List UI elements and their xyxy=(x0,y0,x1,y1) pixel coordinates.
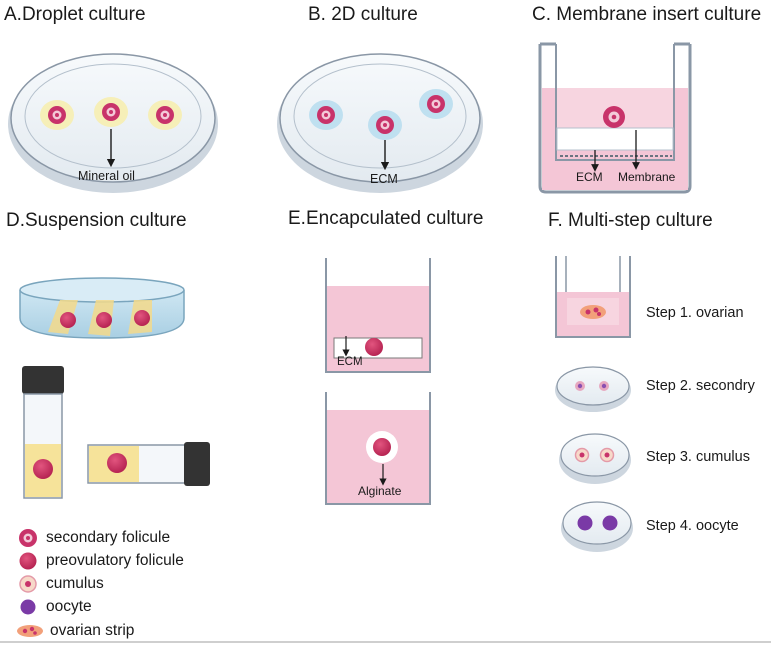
step4-label: Step 4. oocyte xyxy=(646,518,739,534)
encapsulated-well-alginate xyxy=(325,392,431,505)
ecm-label-e: ECM xyxy=(337,356,363,368)
step2-label: Step 2. secondry xyxy=(646,378,756,394)
droplet-2 xyxy=(94,97,128,127)
legend-secondary-label: secondary folicule xyxy=(46,529,171,546)
ecm-drop-2 xyxy=(368,110,402,140)
ecm-label-c: ECM xyxy=(576,170,603,184)
step2-dish xyxy=(555,366,631,412)
secondary-follicle-icon xyxy=(19,529,37,547)
upright-vial xyxy=(22,366,64,499)
step3-dish xyxy=(559,433,631,484)
horizontal-vial xyxy=(87,442,210,486)
ovarian-strip-icon xyxy=(17,625,43,637)
step4-dish xyxy=(561,501,633,552)
ecm-label-b: ECM xyxy=(370,172,398,186)
alginate-label: Alginate xyxy=(358,484,402,498)
step1-label: Step 1. ovarian xyxy=(646,305,744,321)
legend-cumulus-label: cumulus xyxy=(46,575,104,592)
panel-e-title: E.Encapculated culture xyxy=(288,208,484,229)
legend-preovulatory-label: preovulatory folicule xyxy=(46,552,184,569)
droplet-3 xyxy=(148,100,182,130)
cumulus-icon xyxy=(19,575,37,593)
panel-d-title: D.Suspension culture xyxy=(6,210,187,231)
membrane-follicle xyxy=(603,106,625,128)
panel-a-title: A.Droplet culture xyxy=(4,4,146,25)
panel-b-title: B. 2D culture xyxy=(308,4,418,25)
legend-ovarian-strip-label: ovarian strip xyxy=(50,622,135,639)
step1-well xyxy=(555,256,631,338)
ecm-drop-3 xyxy=(419,89,453,119)
legend-oocyte-label: oocyte xyxy=(46,598,92,615)
ecm-drop-1 xyxy=(309,100,343,130)
panel-c-title: C. Membrane insert culture xyxy=(532,4,762,25)
membrane-label: Membrane xyxy=(618,170,676,184)
oocyte-icon xyxy=(20,599,36,615)
droplet-1 xyxy=(40,100,74,130)
encapsulated-well-ecm xyxy=(325,258,431,373)
panel-f-title: F. Multi-step culture xyxy=(548,210,713,231)
suspension-dish xyxy=(19,277,185,339)
mineral-oil-label: Mineral oil xyxy=(78,169,135,183)
preovulatory-follicle-icon xyxy=(19,552,37,570)
step3-label: Step 3. cumulus xyxy=(646,449,750,465)
